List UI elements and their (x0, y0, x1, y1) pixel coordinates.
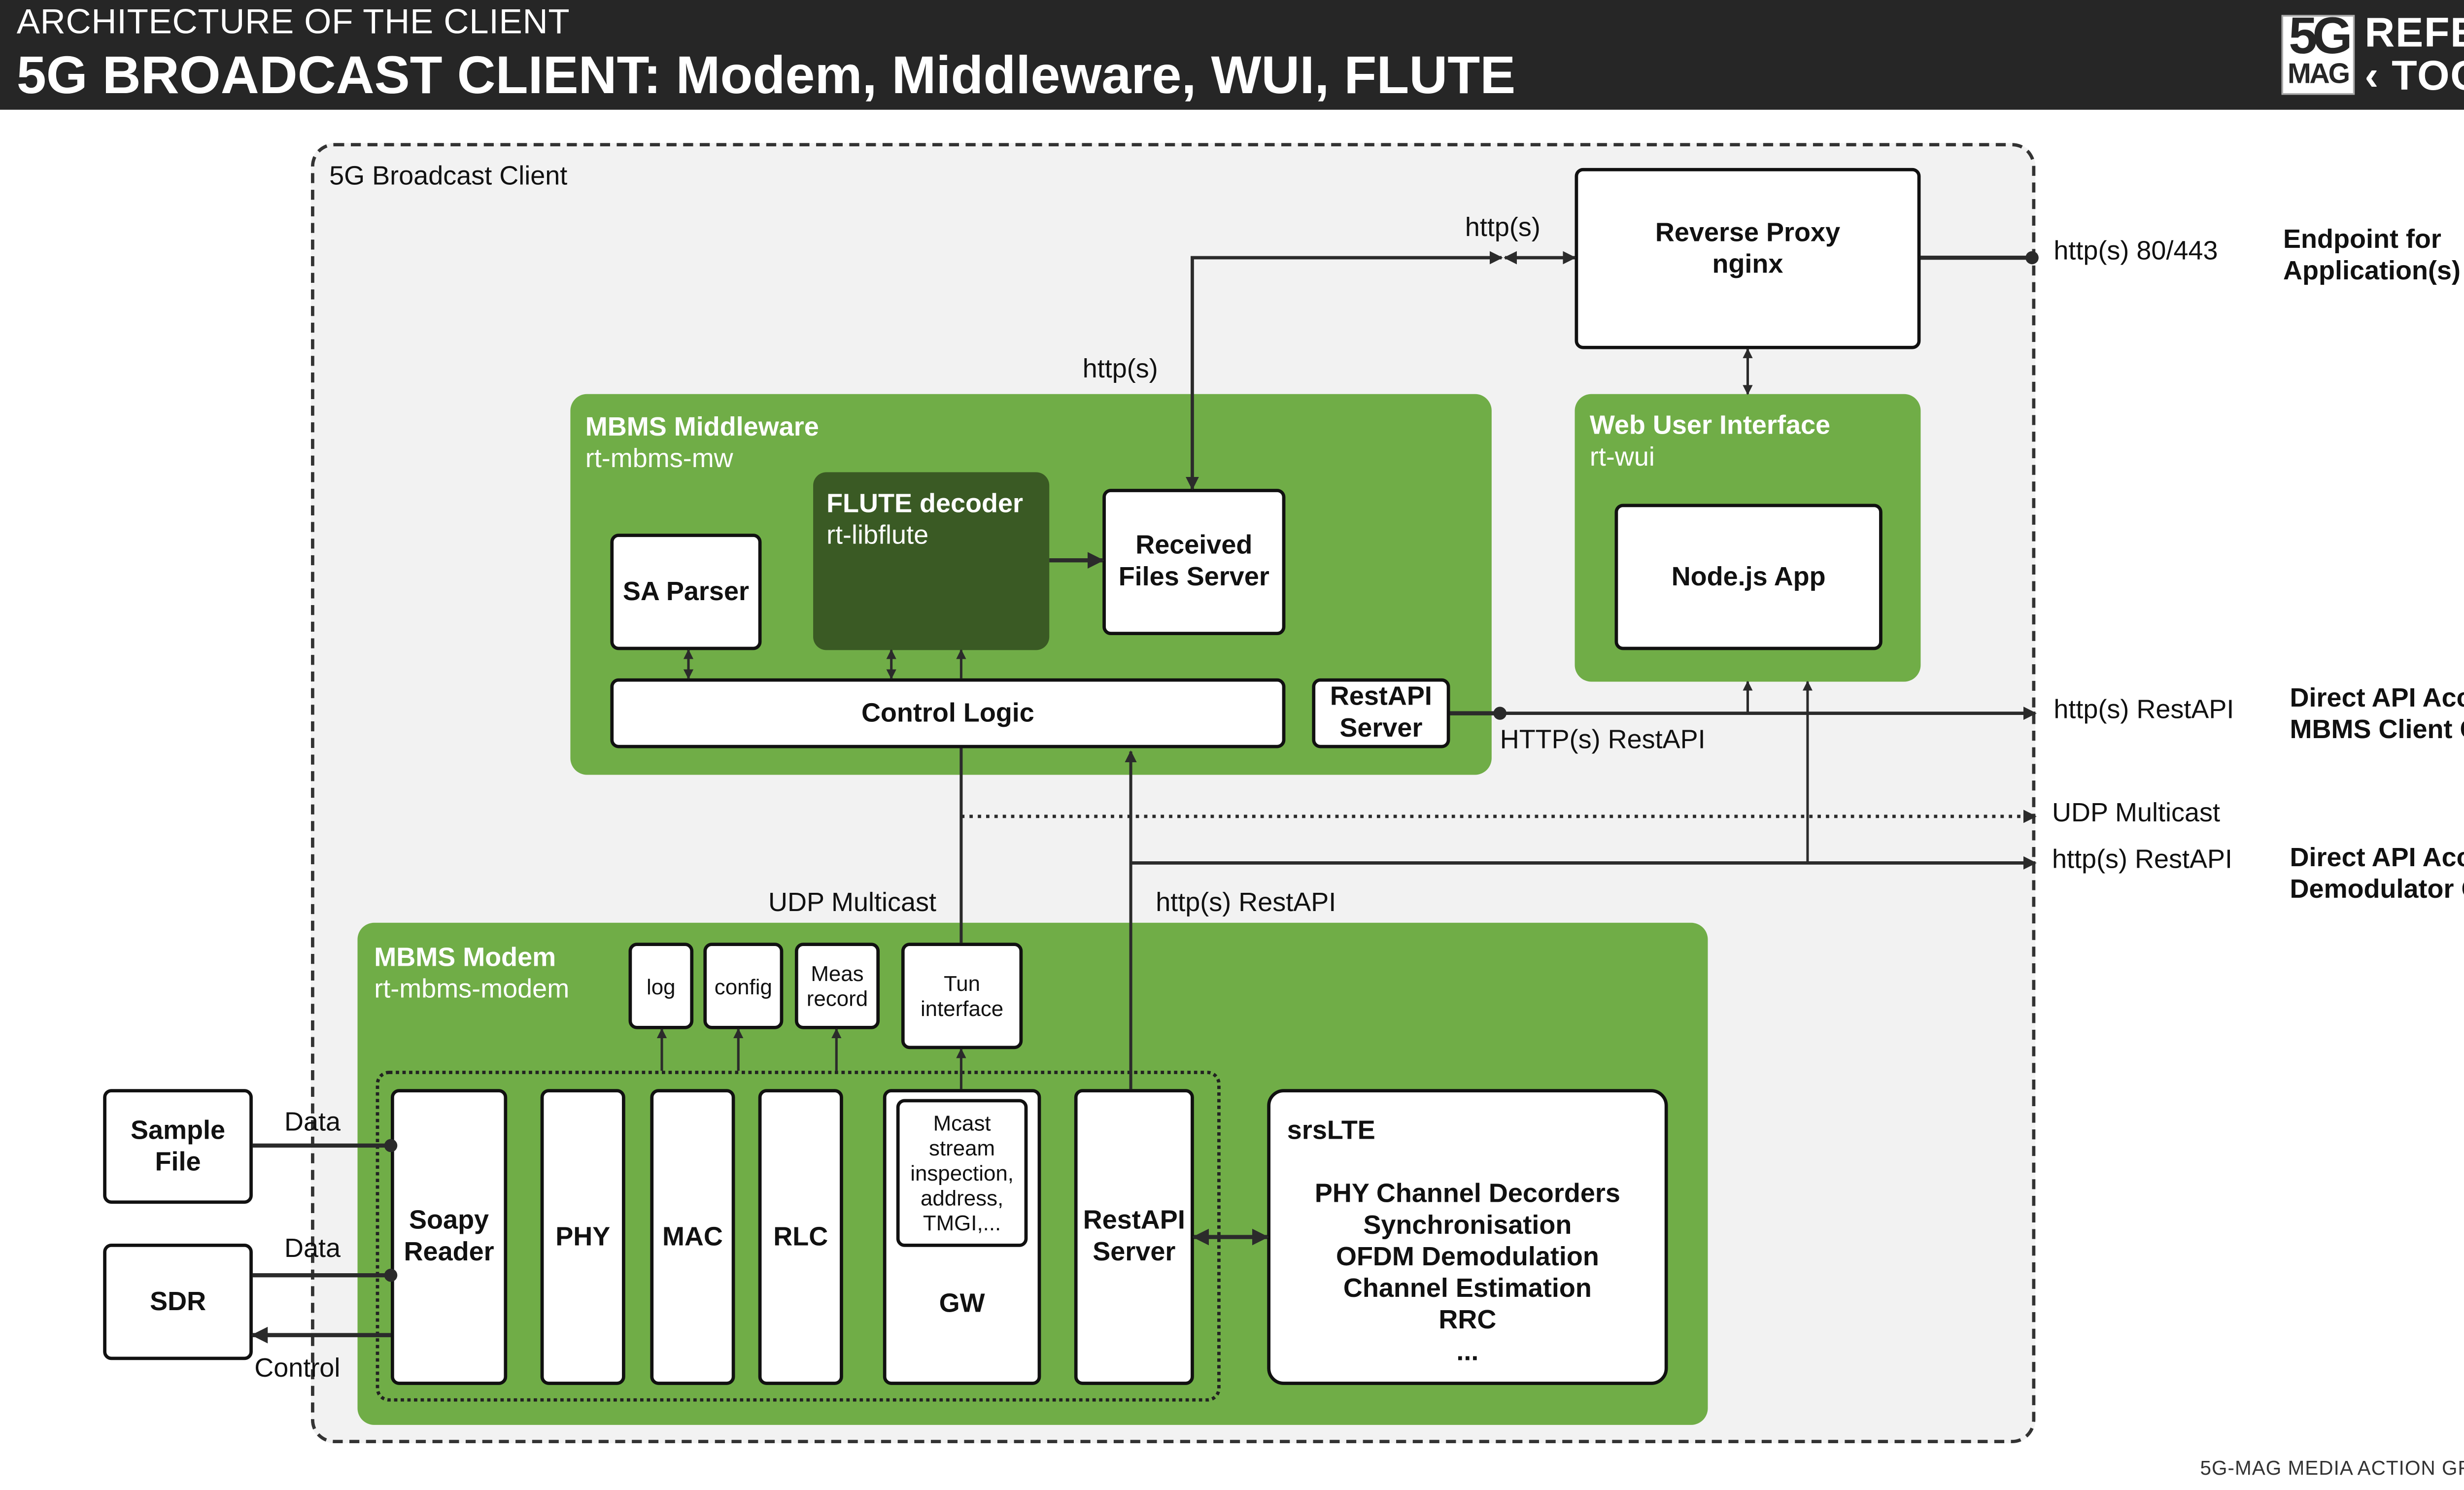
middleware-restapi-server-box: RestAPI Server (1312, 678, 1450, 748)
tun-interface-box: Tun interface (901, 943, 1023, 1050)
label-https-restapi-1: http(s) RestAPI (2053, 696, 2234, 725)
rlc-box: RLC (758, 1089, 843, 1385)
flute-decoder-block (813, 472, 1050, 650)
header-subtitle: ARCHITECTURE OF THE CLIENT (16, 3, 570, 42)
srslte-item: Synchronisation (1363, 1212, 1572, 1241)
header-bar: ARCHITECTURE OF THE CLIENT 5G BROADCAST … (0, 0, 2464, 110)
soapy-reader-box: Soapy Reader (390, 1089, 508, 1385)
mw-restapi-line2: Server (1339, 714, 1423, 744)
label-HTTPs-restapi: HTTP(s) RestAPI (1500, 726, 1706, 755)
nodejs-app-box: Node.js App (1614, 504, 1882, 650)
label-data-2: Data (284, 1235, 341, 1264)
label-https-restapi-mid: http(s) RestAPI (1156, 889, 1336, 918)
phy-box: PHY (540, 1089, 625, 1385)
config-box: config (703, 943, 784, 1029)
logo-text-tools: ‹ TOOLS /› (2364, 53, 2464, 100)
modem-restapi-line1: RestAPI (1083, 1207, 1185, 1236)
mcast-line: address, (920, 1185, 1004, 1211)
modem-subtitle: rt-mbms-modem (374, 976, 570, 1005)
flute-title: FLUTE decoder (826, 490, 1024, 519)
gw-label: GW (939, 1290, 985, 1319)
client-label: 5G Broadcast Client (329, 163, 568, 192)
soapy-line1: Soapy (409, 1207, 489, 1236)
endpoint-line1: Endpoint for (2283, 226, 2441, 255)
label-https-80-443: http(s) 80/443 (2053, 237, 2218, 266)
sample-file-box: Sample File (103, 1089, 253, 1204)
srslte-function-list: PHY Channel Decorders Synchronisation OF… (1270, 1179, 1665, 1368)
srslte-item: Channel Estimation (1343, 1275, 1592, 1304)
logo-text-reference: REFERENCE (2364, 10, 2464, 57)
srslte-item: PHY Channel Decorders (1314, 1180, 1620, 1209)
5g-mag-logo-icon: 5G MAG (2281, 15, 2355, 95)
srslte-item: ... (1456, 1338, 1479, 1367)
direct-demod-line2: Demodulator Control (2290, 876, 2464, 905)
label-https-mid: http(s) (1082, 356, 1158, 384)
reverse-proxy-title: Reverse Proxy (1655, 219, 1841, 248)
meas-line1: Meas (811, 961, 864, 986)
meas-record-box: Meas record (794, 943, 880, 1029)
label-direct-mbms: Direct API Access MBMS Client Control (2290, 683, 2464, 746)
label-data-1: Data (284, 1109, 341, 1138)
wui-title: Web User Interface (1589, 412, 1831, 441)
mcast-line: inspection, (910, 1160, 1014, 1185)
logo-mark-top: 5G (2289, 15, 2352, 65)
modem-title: MBMS Modem (374, 944, 556, 973)
label-direct-demod: Direct API Access Demodulator Control (2290, 843, 2464, 906)
sdr-box: SDR (103, 1244, 253, 1360)
sample-file-line2: File (155, 1148, 201, 1177)
header-title: 5G BROADCAST CLIENT: Modem, Middleware, … (16, 45, 1516, 105)
label-https-top: http(s) (1465, 214, 1540, 243)
logo-mark-bottom: MAG (2288, 58, 2350, 90)
modem-restapi-server-box: RestAPI Server (1074, 1089, 1194, 1385)
wui-subtitle: rt-wui (1589, 443, 1655, 473)
direct-mbms-line2: MBMS Client Control (2290, 716, 2464, 745)
label-udp-multicast-right: UDP Multicast (2052, 800, 2221, 828)
middleware-subtitle: rt-mbms-mw (585, 445, 733, 474)
middleware-title: MBMS Middleware (585, 414, 819, 442)
received-files-server-box: Received Files Server (1102, 489, 1286, 636)
mcast-line: Mcast (933, 1111, 991, 1136)
label-endpoint: Endpoint for Application(s) (2283, 225, 2461, 288)
srslte-box: srsLTE PHY Channel Decorders Synchronisa… (1267, 1089, 1668, 1385)
log-box: log (628, 943, 694, 1029)
tun-line2: interface (920, 996, 1004, 1021)
label-udp-multicast-mid: UDP Multicast (768, 889, 936, 918)
reverse-proxy-sub: nginx (1712, 251, 1783, 279)
mac-box: MAC (650, 1089, 735, 1385)
flute-subtitle: rt-libflute (826, 522, 929, 550)
modem-restapi-line2: Server (1093, 1238, 1176, 1267)
footer-copyright: 5G-MAG MEDIA ACTION GROUP © 2025 (2200, 1456, 2464, 1480)
direct-demod-line1: Direct API Access (2290, 845, 2464, 873)
endpoint-line2: Application(s) (2283, 258, 2461, 286)
srslte-item: OFDM Demodulation (1335, 1244, 1599, 1272)
label-https-restapi-2: http(s) RestAPI (2052, 846, 2233, 875)
mw-restapi-line1: RestAPI (1330, 683, 1432, 712)
label-control: Control (254, 1355, 341, 1384)
mcast-line: TMGI,... (923, 1210, 1001, 1236)
srslte-title: srsLTE (1287, 1117, 1375, 1146)
reverse-proxy-box: Reverse Proxy nginx (1574, 168, 1921, 349)
direct-mbms-line1: Direct API Access (2290, 685, 2464, 713)
tun-line1: Tun (944, 971, 981, 996)
mcast-inspection-box: Mcast stream inspection, address, TMGI,.… (896, 1099, 1028, 1247)
control-logic-box: Control Logic (610, 678, 1286, 748)
sa-parser-box: SA Parser (610, 534, 762, 650)
srslte-item: RRC (1438, 1307, 1497, 1335)
received-files-line1: Received (1135, 532, 1253, 561)
soapy-line2: Reader (404, 1238, 494, 1267)
mcast-line: stream (929, 1135, 995, 1161)
meas-line2: record (806, 986, 868, 1011)
received-files-line2: Files Server (1118, 563, 1269, 592)
sample-file-line1: Sample (130, 1116, 226, 1145)
